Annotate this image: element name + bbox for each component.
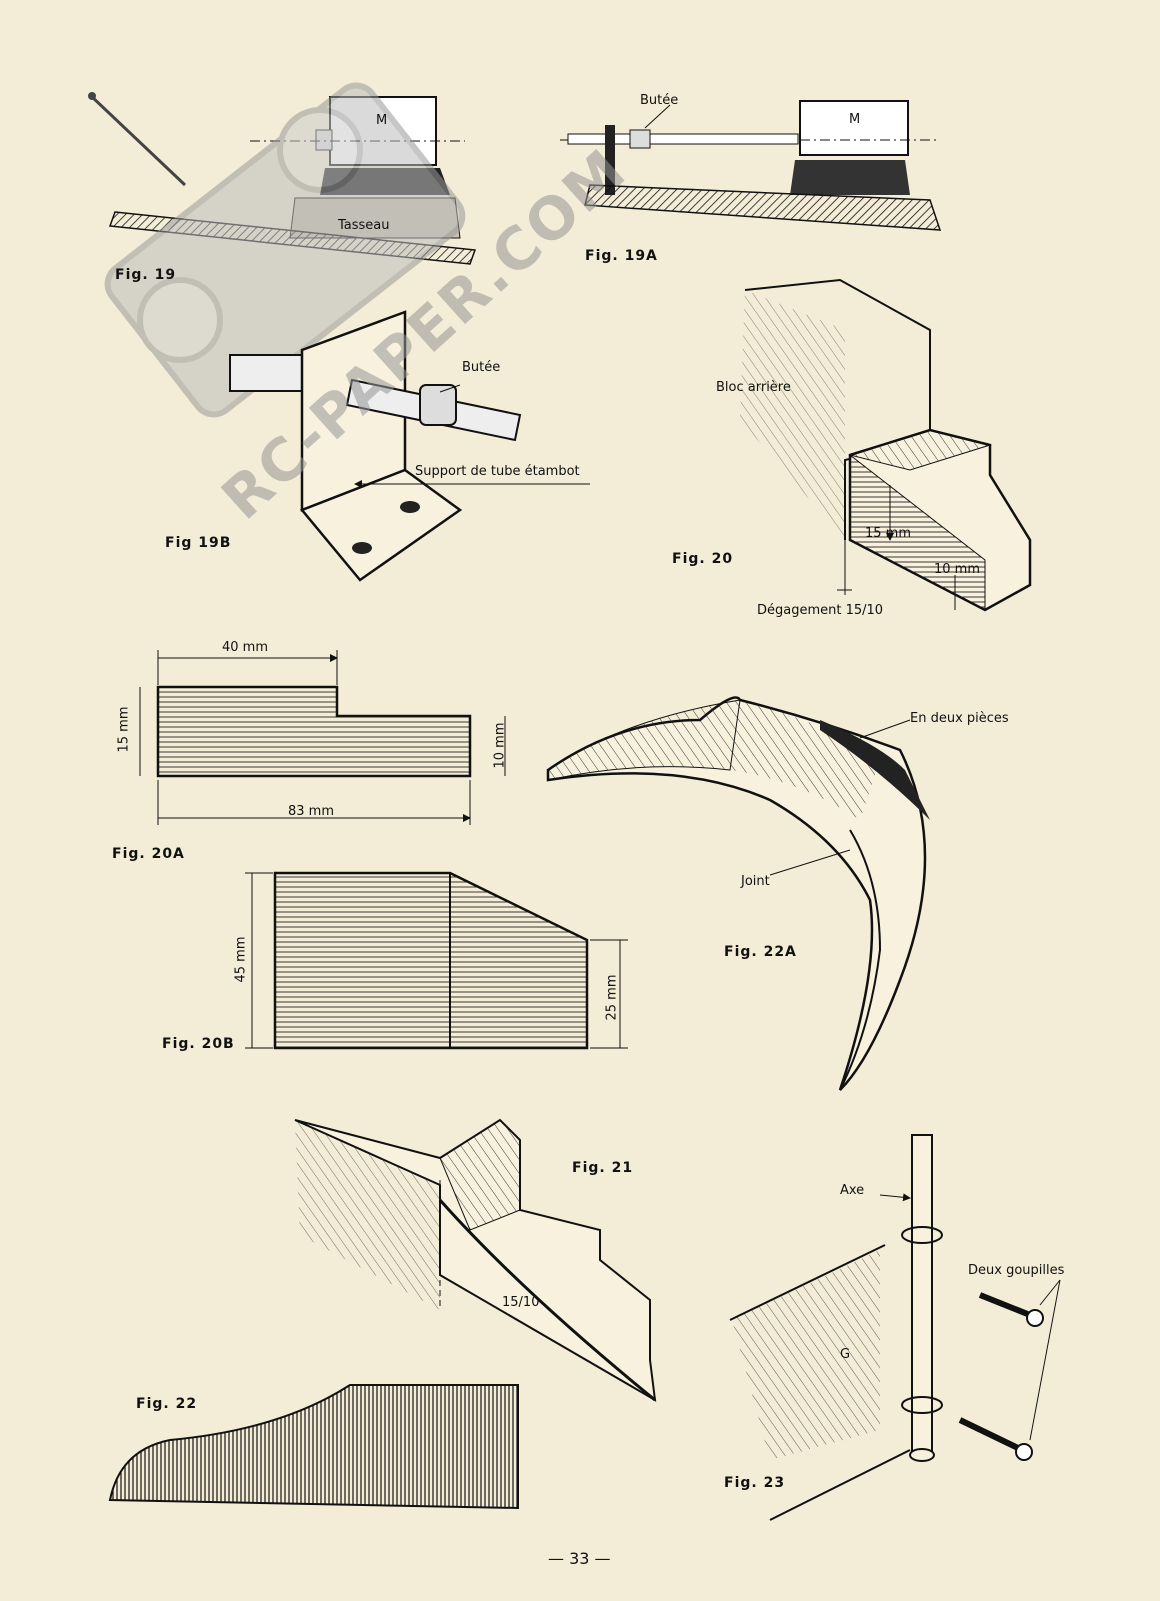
fig19a-motor-label: M <box>849 112 861 127</box>
watermark-radio <box>104 82 466 418</box>
fig20-dim1-label: 15 mm <box>865 526 912 541</box>
fig20b-h-left: 45 mm <box>233 936 249 983</box>
fig22a-joint: Joint <box>741 874 770 889</box>
fig19b-support-label: Support de tube étambot <box>415 464 580 479</box>
fig20-block-label: Bloc arrière <box>716 380 791 395</box>
fig23-pins-label: Deux goupilles <box>968 1263 1065 1278</box>
fig23-rudder-label: G <box>840 1347 851 1362</box>
fig20a-h-right: 10 mm <box>492 722 508 769</box>
fig20-dim2-label: 10 mm <box>934 562 981 577</box>
fig19b-caption: Fig 19B <box>165 535 232 551</box>
fig20-drawing <box>740 278 1032 612</box>
fig22a-caption: Fig. 22A <box>724 944 797 960</box>
fig22-caption: Fig. 22 <box>136 1396 198 1412</box>
fig20b-caption: Fig. 20B <box>162 1036 235 1052</box>
fig20-clearance-label: Dégagement 15/10 <box>757 603 884 618</box>
fig20a-drawing <box>139 650 506 825</box>
fig21-caption: Fig. 21 <box>572 1160 634 1176</box>
fig20b-h-right: 25 mm <box>604 974 620 1021</box>
fig20a-h-left: 15 mm <box>116 706 132 753</box>
fig23-caption: Fig. 23 <box>724 1475 786 1491</box>
fig22a-drawing <box>546 696 930 1091</box>
fig19a-drawing <box>560 100 942 231</box>
fig19-caption: Fig. 19 <box>115 267 177 283</box>
fig19b-drawing <box>229 310 590 582</box>
fig20b-drawing <box>245 871 628 1050</box>
fig21-drawing <box>294 1118 657 1402</box>
fig19a-caption: Fig. 19A <box>585 248 658 264</box>
fig20-caption: Fig. 20 <box>672 551 734 567</box>
fig19a-stop-label: Butée <box>640 93 679 108</box>
fig19-motor-label: M <box>376 113 388 128</box>
fig20a-caption: Fig. 20A <box>112 846 185 862</box>
fig20a-width-top: 40 mm <box>222 640 269 655</box>
fig22-drawing <box>108 1384 519 1510</box>
fig23-axis-label: Axe <box>840 1183 865 1198</box>
fig20a-width-total: 83 mm <box>288 804 335 819</box>
fig19-block-label: Tasseau <box>338 218 390 233</box>
page-number: — 33 — <box>548 1549 611 1568</box>
fig19b-stop-label: Butée <box>462 360 501 375</box>
fig23-drawing <box>729 1134 1061 1521</box>
fig22a-note: En deux pièces <box>910 711 1009 726</box>
fig21-dim: 15/10 <box>502 1295 540 1310</box>
